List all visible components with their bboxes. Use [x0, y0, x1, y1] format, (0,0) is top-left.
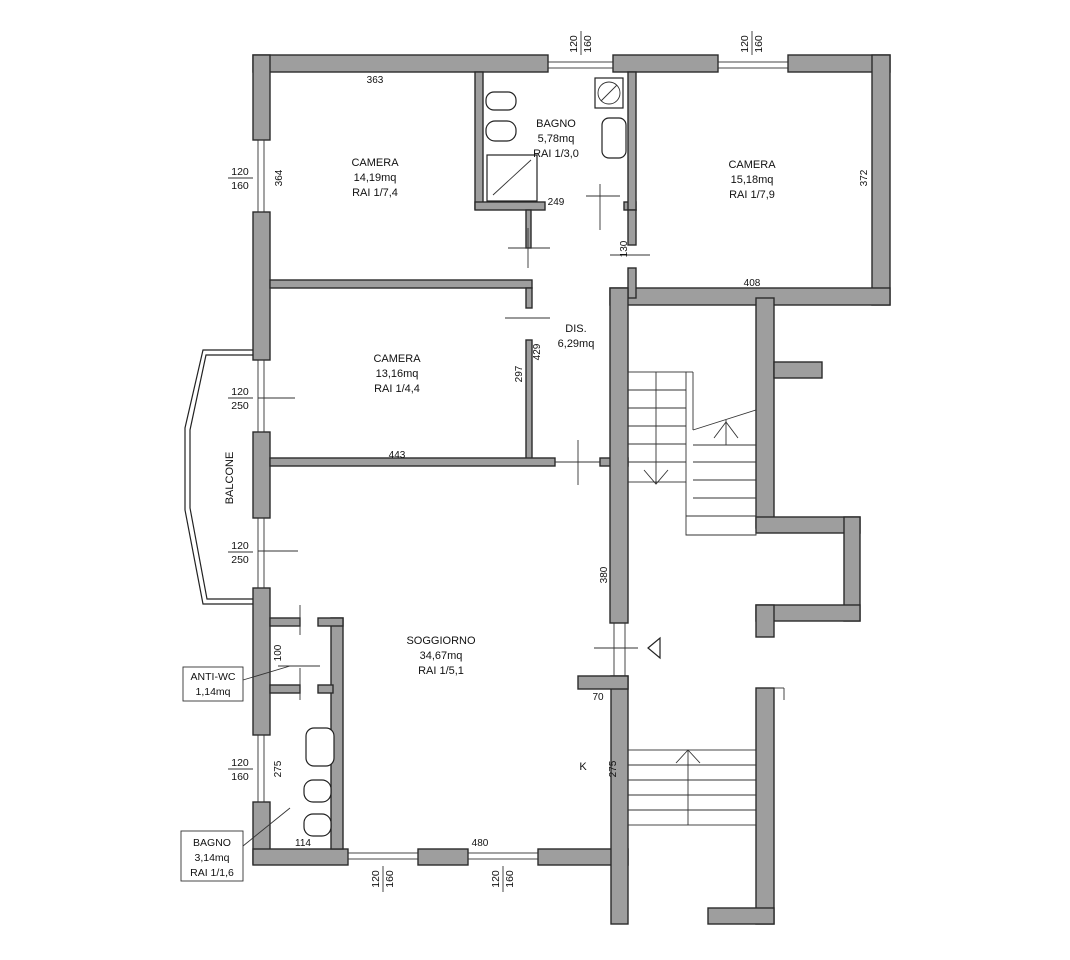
toilet: [303, 779, 332, 803]
bidet: [485, 91, 517, 111]
window-dim-left-camera: 120 160: [228, 166, 253, 192]
svg-text:120: 120: [231, 540, 249, 552]
room-area: 34,67mq: [420, 650, 463, 662]
room-area: 3,14mq: [194, 852, 229, 864]
room-area: 5,78mq: [538, 133, 575, 145]
room-name: CAMERA: [373, 353, 421, 365]
room-name: BAGNO: [193, 837, 231, 849]
dim-372: 372: [859, 169, 870, 186]
dim-363: 363: [367, 75, 384, 86]
balcony-label: BALCONE: [224, 452, 236, 505]
svg-text:120: 120: [568, 35, 580, 53]
svg-text:160: 160: [384, 870, 396, 888]
room-area: 14,19mq: [354, 172, 397, 184]
room-area: 6,29mq: [558, 338, 595, 350]
room-area: 1,14mq: [195, 686, 230, 698]
room-name: CAMERA: [351, 157, 399, 169]
bidet: [303, 813, 332, 837]
room-camera-3: CAMERA 13,16mq RAI 1/4,4: [373, 353, 421, 395]
windows: [257, 61, 789, 860]
svg-text:160: 160: [231, 180, 249, 192]
room-camera-2: CAMERA 15,18mq RAI 1/7,9: [728, 159, 776, 201]
kitchen-mark: K: [579, 761, 587, 773]
lower-staircase: [627, 749, 757, 826]
dim-480: 480: [472, 838, 489, 849]
window-dim-left-balcony-1: 120 250: [228, 386, 253, 412]
room-name: BAGNO: [536, 118, 576, 130]
dim-275-right: 275: [608, 760, 619, 777]
room-name: DIS.: [565, 323, 586, 335]
dim-275-left: 275: [273, 760, 284, 777]
room-rai: RAI 1/4,4: [374, 383, 420, 395]
room-area: 13,16mq: [376, 368, 419, 380]
sink: [601, 117, 627, 159]
svg-text:160: 160: [753, 35, 765, 53]
window-dimension-labels: 120 160 120 160 120 160 120 250 120 250 …: [228, 31, 765, 892]
dim-114: 114: [295, 838, 311, 849]
sink: [305, 727, 335, 767]
svg-text:120: 120: [231, 166, 249, 178]
room-name: ANTI-WC: [191, 671, 236, 683]
room-name: CAMERA: [728, 159, 776, 171]
dim-249: 249: [548, 197, 565, 208]
dim-130: 130: [619, 240, 630, 257]
window-dim-top-right: 120 160: [739, 31, 765, 55]
interior-walls: [269, 71, 637, 850]
window-dim-top-mid: 120 160: [568, 31, 594, 55]
svg-text:120: 120: [231, 386, 249, 398]
room-area: 15,18mq: [731, 174, 774, 186]
room-name: SOGGIORNO: [406, 635, 476, 647]
toilet: [485, 120, 517, 142]
opening-marks: [258, 184, 661, 700]
room-soggiorno: SOGGIORNO 34,67mq RAI 1/5,1: [406, 635, 476, 677]
dimension-labels: 363 364 249 130 372 408 429 297 443 380 …: [273, 75, 870, 849]
room-rai: RAI 1/7,4: [352, 187, 398, 199]
stair-structure: [707, 297, 861, 925]
room-camera-1: CAMERA 14,19mq RAI 1/7,4: [351, 157, 399, 199]
dim-380: 380: [599, 566, 610, 583]
window-dim-bottom-1: 120 160: [370, 866, 396, 892]
bathroom-fixtures-top: [485, 77, 627, 202]
svg-text:120: 120: [231, 757, 249, 769]
upper-staircase: [627, 371, 757, 536]
svg-text:120: 120: [370, 870, 382, 888]
room-rai: RAI 1/5,1: [418, 665, 464, 677]
svg-text:160: 160: [504, 870, 516, 888]
svg-text:120: 120: [490, 870, 502, 888]
window-dim-bottom-2: 120 160: [490, 866, 516, 892]
outer-walls: [252, 54, 891, 925]
room-rai: RAI 1/7,9: [729, 189, 775, 201]
svg-text:160: 160: [231, 771, 249, 783]
dim-429: 429: [532, 343, 543, 360]
dim-408: 408: [744, 278, 761, 289]
dim-364: 364: [274, 169, 285, 186]
room-rai: RAI 1/3,0: [533, 148, 579, 160]
dim-100: 100: [273, 644, 284, 661]
bagno-bottom-label: BAGNO 3,14mq RAI 1/1,6: [180, 807, 291, 882]
anti-wc-label: ANTI-WC 1,14mq: [182, 665, 291, 702]
balcony: [184, 349, 253, 605]
svg-text:250: 250: [231, 554, 249, 566]
svg-text:250: 250: [231, 400, 249, 412]
bathroom-fixtures-bottom: [303, 727, 335, 837]
dim-297: 297: [514, 365, 525, 382]
svg-text:160: 160: [582, 35, 594, 53]
room-bagno-top: BAGNO 5,78mq RAI 1/3,0: [533, 118, 579, 160]
dim-70: 70: [592, 692, 604, 703]
room-rai: RAI 1/1,6: [190, 867, 234, 879]
dim-443: 443: [389, 450, 406, 461]
window-dim-left-bagno: 120 160: [228, 757, 253, 783]
room-dis: DIS. 6,29mq: [558, 323, 595, 350]
svg-text:120: 120: [739, 35, 751, 53]
window-dim-left-balcony-2: 120 250: [228, 540, 253, 566]
